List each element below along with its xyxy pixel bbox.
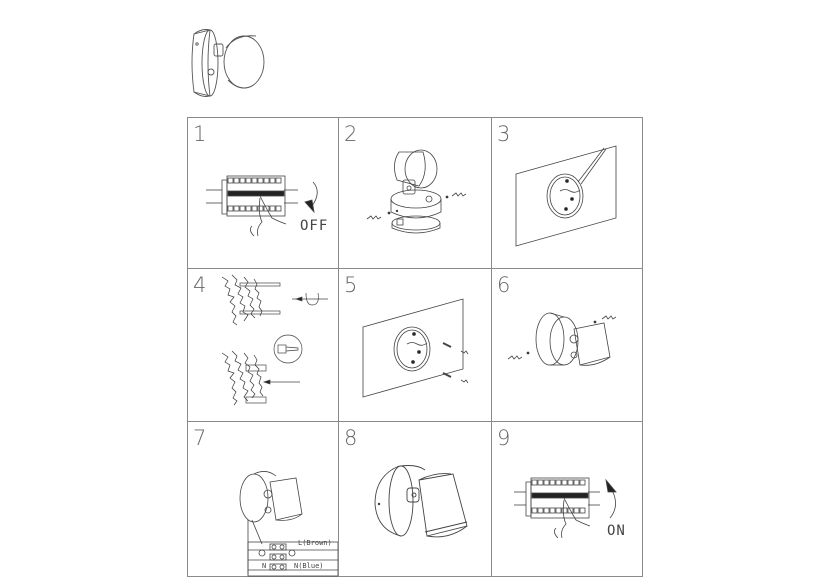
grid-divider (188, 268, 642, 269)
off-label: OFF (300, 218, 329, 234)
step-number: 3 (497, 122, 511, 146)
live-wire-label: L(Brown) (298, 539, 332, 547)
neutral-wire-label: N(Blue) (294, 562, 324, 570)
step-number: 8 (344, 426, 358, 450)
step-9-panel: 9 ON (492, 422, 644, 577)
step-6-panel: 6 (492, 269, 644, 421)
step-1-panel: 1 OFF (188, 118, 338, 268)
step-3-panel: 3 (492, 118, 644, 268)
step-number: 5 (344, 273, 358, 297)
step-5-panel: 5 (339, 269, 491, 421)
lamp-disassembly-icon (366, 149, 467, 234)
attach-lamp-body-icon (507, 312, 617, 366)
step-8-panel: 8 (339, 422, 491, 577)
instruction-grid: 1 OFF 2 (187, 117, 643, 577)
step-2-panel: 2 (339, 118, 491, 268)
step-number: 1 (193, 122, 207, 146)
step-4-panel: 4 (188, 269, 338, 421)
grid-divider (188, 421, 642, 422)
step-number: 9 (497, 426, 511, 450)
step-7-panel: 7 L(Brown) N(Blue) N (188, 422, 338, 577)
drill-and-plug-icon (221, 274, 328, 406)
step-number: 4 (193, 273, 207, 297)
breaker-on-icon (514, 477, 617, 539)
breaker-off-icon (206, 175, 318, 237)
step-number: 7 (193, 426, 207, 450)
wall-marking-icon (515, 145, 617, 247)
hero-product-illustration (180, 22, 280, 108)
on-label: ON (607, 523, 626, 539)
fix-mounting-plate-icon (362, 298, 469, 398)
grid-divider (338, 118, 339, 576)
wiring-diagram-icon (239, 471, 338, 577)
step-number: 6 (497, 273, 511, 297)
installed-lamp-icon (374, 465, 468, 538)
neutral-short-label: N (262, 562, 267, 570)
grid-divider (491, 118, 492, 576)
step-number: 2 (344, 122, 358, 146)
